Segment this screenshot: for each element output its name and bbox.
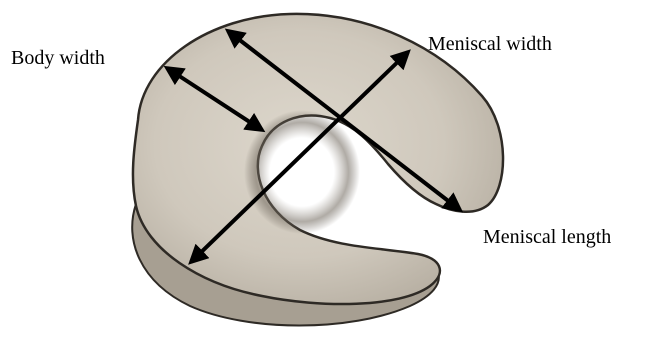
- meniscal-length-label: Meniscal length: [483, 227, 611, 247]
- body-width-label: Body width: [11, 48, 105, 68]
- meniscal-width-label: Meniscal width: [428, 34, 552, 54]
